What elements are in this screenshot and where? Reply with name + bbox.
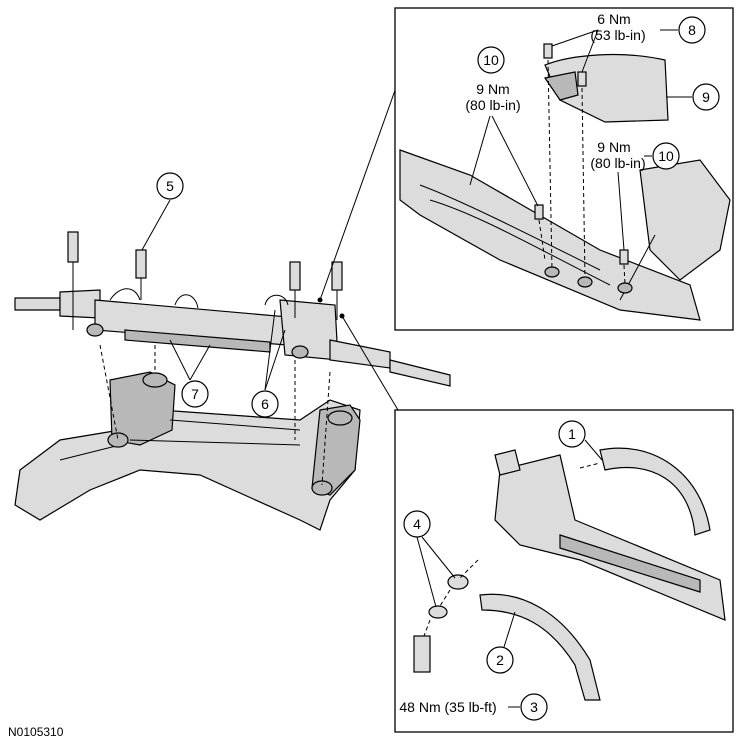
figure-id: N0105310 (8, 725, 64, 739)
fitting-top (494, 449, 521, 476)
callout-3 (520, 693, 548, 721)
bolt-right-inner (289, 261, 301, 291)
callout-9-label: 9 (702, 89, 710, 105)
callout-2 (486, 646, 514, 674)
torque-3: 48 Nm (35 lb-ft) (399, 699, 496, 715)
heat-shield-9 (544, 53, 669, 123)
callout-5-label: 5 (166, 178, 174, 194)
boot-right (329, 339, 391, 369)
callout-10-right-label: 10 (658, 148, 674, 164)
screw-8-left (543, 43, 553, 59)
leader-to-bottom-detail (341, 315, 399, 411)
leader-to-top-detail (319, 81, 399, 301)
callout-7-label: 7 (191, 386, 199, 402)
subframe-mount-right (327, 410, 353, 426)
washer-4-lower (428, 605, 448, 619)
callout-6 (251, 390, 279, 418)
tie-rod-left (14, 297, 61, 311)
torque-10-left-line2: (80 lb-in) (465, 97, 520, 113)
callout-10-left (477, 46, 505, 74)
boot-left (59, 289, 101, 319)
callout-10-left-label: 10 (483, 52, 499, 68)
steering-gear (14, 288, 451, 387)
callout-10-right (652, 142, 680, 170)
detail-top-content (399, 43, 731, 321)
torque-8-line2: (53 lb-in) (590, 27, 645, 43)
subframe-mount-rear (311, 480, 333, 496)
bolt-5 (135, 249, 147, 279)
screw-8-right (577, 71, 587, 87)
bolt-10-left (534, 204, 544, 220)
detail-bottom-content (413, 447, 726, 701)
bolt-10-right (619, 249, 629, 265)
callout-2-label: 2 (496, 652, 504, 668)
subframe-mount-left (142, 372, 168, 388)
return-hose-2 (479, 593, 601, 701)
callout-1-label: 1 (568, 426, 576, 442)
torque-8-line1: 6 Nm (597, 11, 630, 27)
callout-1 (558, 420, 586, 448)
pressure-hose-1 (599, 447, 711, 536)
bolt-right-outer (331, 261, 343, 291)
washer-4-upper (447, 574, 469, 590)
torque-10-left-line1: 9 Nm (476, 81, 509, 97)
callout-4-label: 4 (413, 516, 421, 532)
callout-3-label: 3 (530, 699, 538, 715)
callout-5 (156, 172, 184, 200)
callout-6-label: 6 (261, 396, 269, 412)
callout-9 (692, 83, 720, 111)
callout-8 (678, 16, 706, 44)
callout-7 (181, 380, 209, 408)
bolt-left-outer (67, 231, 79, 263)
power-unit (639, 159, 731, 281)
torque-10-right-line2: (80 lb-in) (590, 155, 645, 171)
callout-8-label: 8 (688, 22, 696, 38)
tie-rod-right (389, 359, 451, 387)
subframe (14, 371, 361, 531)
banjo-bolt-3 (413, 635, 431, 673)
torque-10-right-line1: 9 Nm (597, 139, 630, 155)
valve-housing (279, 299, 339, 361)
mounting-bolts (67, 231, 343, 486)
